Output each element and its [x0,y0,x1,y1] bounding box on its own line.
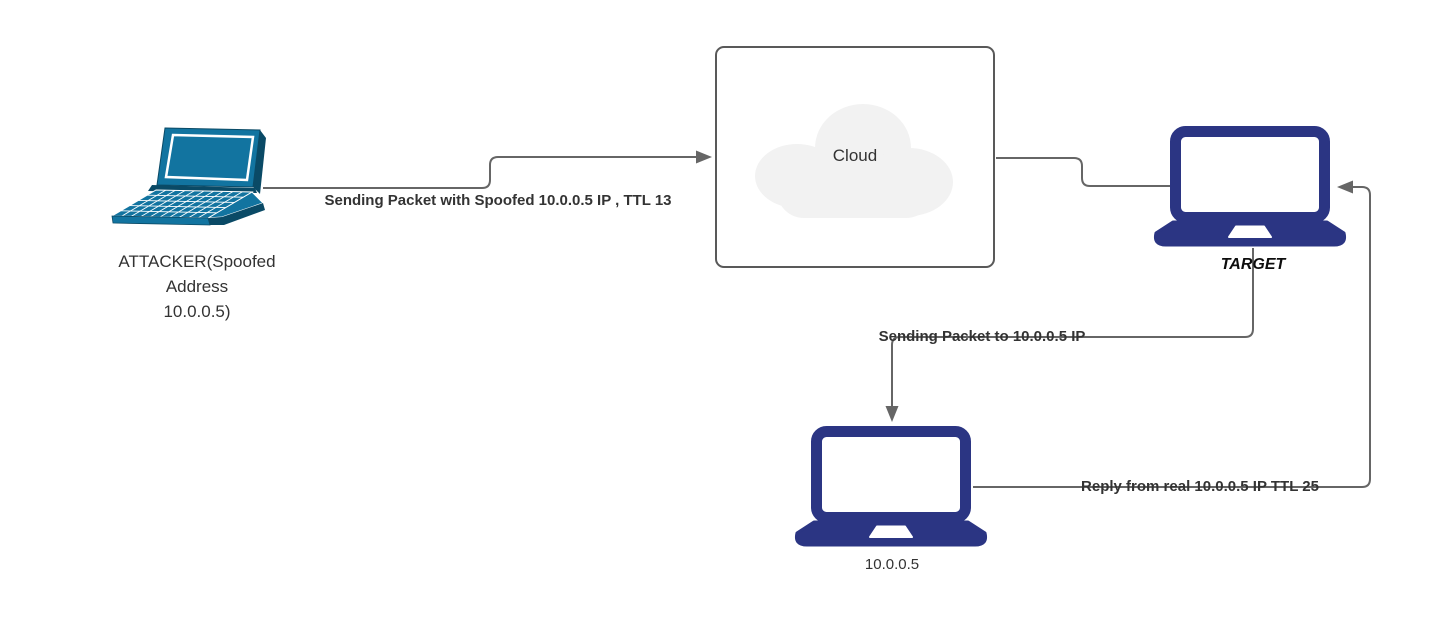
target-node-label: TARGET [1220,256,1286,273]
arrowhead-icon [696,150,712,164]
target-laptop-icon [1153,126,1347,248]
cloud-node-label: Cloud [832,146,878,165]
cloud-icon [755,104,953,218]
edge-target-to-host-line [891,248,1254,407]
attacker-laptop-icon [110,127,266,226]
arrowhead-icon [885,406,899,422]
host-laptop-icon [794,426,988,548]
edge-host-to-target-line [973,186,1371,488]
edge-cloud-to-target-line [996,157,1170,187]
edge-label-attacker-to-cloud: Sending Packet with Spoofed 10.0.0.5 IP … [324,192,672,209]
edge-label-host-to-target: Reply from real 10.0.0.5 IP TTL 25 [1081,478,1319,495]
edge-attacker-to-cloud-line [263,156,697,189]
host-node-label: 10.0.0.5 [864,556,920,573]
edge-label-target-to-host: Sending Packet to 10.0.0.5 IP [878,328,1086,345]
attacker-node-label: ATTACKER(Spoofed Address 10.0.0.5) [118,252,276,321]
keyboard-grid [120,189,244,219]
arrowhead-icon [1337,180,1353,194]
